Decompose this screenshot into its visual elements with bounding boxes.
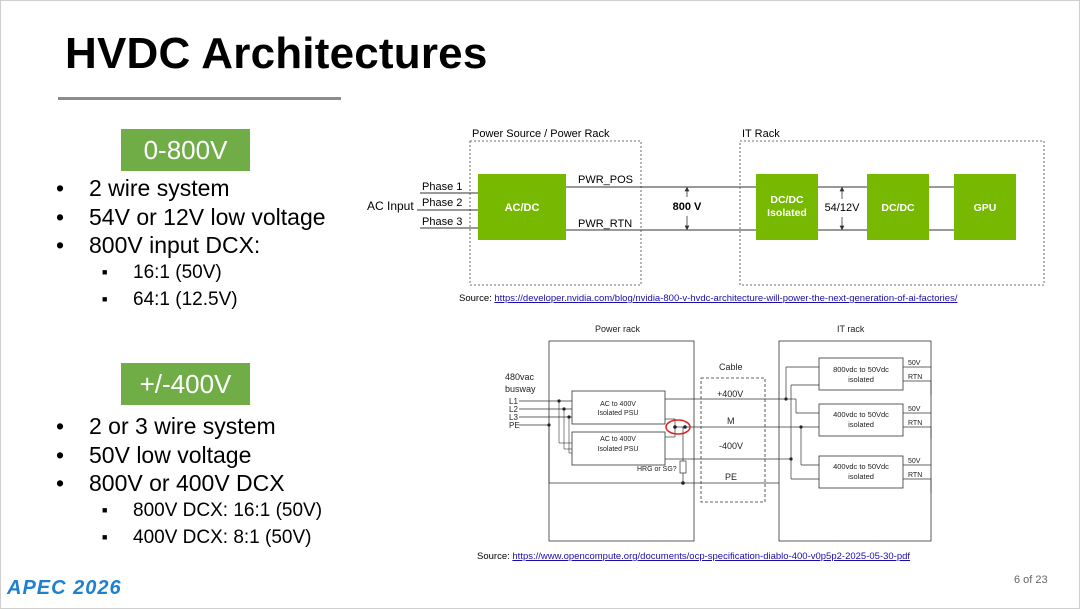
line-label: L1 (509, 397, 518, 406)
highlight-circle (665, 419, 691, 435)
converter-box-3 (818, 455, 904, 489)
psu-sublabel: Isolated PSU (598, 410, 639, 417)
converter-sublabel: isolated (848, 375, 874, 384)
out-rtn-label: RTN (908, 420, 922, 427)
bullet-item: 50V low voltage (56, 441, 285, 470)
gpu-box (954, 174, 1016, 240)
bullet-item: 2 wire system (56, 174, 326, 203)
source-prefix: Source: (459, 293, 495, 304)
acdc-label: AC/DC (505, 202, 540, 214)
apec-logo: APEC 2026 (7, 577, 122, 599)
out-50v-label: 50V (908, 406, 921, 413)
hrg-label: HRG or SG? (637, 466, 677, 473)
converter-sublabel: isolated (848, 420, 874, 429)
out-rtn-label: RTN (908, 374, 922, 381)
bullet-item: 800V or 400V DCX (56, 469, 285, 498)
rail-label: PE (725, 472, 737, 482)
rail-label: +400V (717, 389, 743, 399)
line-label: L3 (509, 413, 518, 422)
rail-label: -400V (719, 441, 743, 451)
out-rtn-label: RTN (908, 472, 922, 479)
dcdc-isolated-sublabel: Isolated (767, 207, 807, 219)
gpu-label: GPU (974, 202, 997, 214)
converter-label: 800vdc to 50Vdc (833, 365, 889, 374)
converter-box-2 (818, 403, 904, 437)
ac-input-label: AC Input (367, 199, 414, 213)
power-rack-label: Power rack (595, 324, 641, 334)
acdc-box (478, 174, 566, 240)
dcdc-isolated-box (756, 174, 818, 240)
rail-label: M (727, 416, 735, 426)
psu-sublabel: Isolated PSU (598, 446, 639, 453)
sub-bullet-item: 400V DCX: 8:1 (50V) (102, 524, 322, 551)
source-citation-1: Source: https://developer.nvidia.com/blo… (459, 293, 957, 304)
line-label: PE (509, 421, 520, 430)
phase-label: Phase 1 (422, 181, 462, 193)
input-sublabel: busway (505, 384, 536, 394)
converter-box-1 (818, 357, 904, 391)
phase-label: Phase 2 (422, 197, 462, 209)
converter-label: 400vdc to 50Vdc (833, 462, 889, 471)
nvidia-800v-diagram: Power Source / Power Rack IT Rack AC Inp… (367, 128, 1045, 286)
sub-bullet-item: 800V DCX: 16:1 (50V) (102, 497, 322, 524)
bullet-list-0-800v: 2 wire system 54V or 12V low voltage 800… (56, 174, 326, 260)
source-prefix: Source: (477, 551, 513, 562)
sub-bullet-list-400v: 800V DCX: 16:1 (50V) 400V DCX: 8:1 (50V) (102, 497, 322, 551)
badge-400v: +/-400V (121, 363, 250, 405)
bullet-item: 800V input DCX: (56, 231, 326, 260)
bullet-item: 54V or 12V low voltage (56, 203, 326, 232)
dcdc-isolated-label: DC/DC (770, 194, 804, 206)
power-source-label: Power Source / Power Rack (472, 128, 610, 140)
psu-label: AC to 400V (600, 436, 636, 443)
badge-0-800v: 0-800V (121, 129, 250, 171)
it-rack-label: IT Rack (742, 128, 780, 140)
psu-box-2 (571, 431, 666, 466)
it-rack-boundary (739, 140, 1045, 286)
bullet-list-400v: 2 or 3 wire system 50V low voltage 800V … (56, 412, 285, 498)
pwr-pos-label: PWR_POS (578, 174, 633, 186)
it-rack-box (778, 340, 932, 542)
sub-bullet-item: 64:1 (12.5V) (102, 286, 238, 313)
out-50v-label: 50V (908, 360, 921, 367)
out-50v-label: 50V (908, 458, 921, 465)
ocp-diablo-400-diagram: Power rack IT rack 480vac busway L1 L2 L… (505, 324, 932, 542)
it-rack-label-2: IT rack (837, 324, 865, 334)
source-link[interactable]: https://developer.nvidia.com/blog/nvidia… (494, 293, 958, 304)
psu-label: AC to 400V (600, 401, 636, 408)
source-link[interactable]: https://www.opencompute.org/documents/oc… (512, 551, 911, 562)
source-citation-2: Source: https://www.opencompute.org/docu… (477, 551, 910, 562)
sub-bullet-item: 16:1 (50V) (102, 259, 238, 286)
cable-bundle (700, 377, 766, 503)
mid-voltage-label: 54/12V (825, 202, 861, 214)
slide-title: HVDC Architectures (65, 29, 488, 78)
psu-box-1 (571, 390, 666, 425)
converter-sublabel: isolated (848, 472, 874, 481)
voltage-800v-label: 800 V (673, 201, 702, 213)
input-label: 480vac (505, 372, 535, 382)
title-underline (58, 97, 341, 100)
converter-label: 400vdc to 50Vdc (833, 410, 889, 419)
cable-label: Cable (719, 362, 743, 372)
dcdc-label: DC/DC (881, 202, 915, 214)
line-label: L2 (509, 405, 518, 414)
sub-bullet-list-0-800v: 16:1 (50V) 64:1 (12.5V) (102, 259, 238, 313)
page-number: 6 of 23 (1014, 574, 1048, 586)
power-rack-boundary (469, 140, 642, 286)
bullet-item: 2 or 3 wire system (56, 412, 285, 441)
pwr-rtn-label: PWR_RTN (578, 218, 632, 230)
dcdc-box (867, 174, 929, 240)
phase-label: Phase 3 (422, 216, 462, 228)
